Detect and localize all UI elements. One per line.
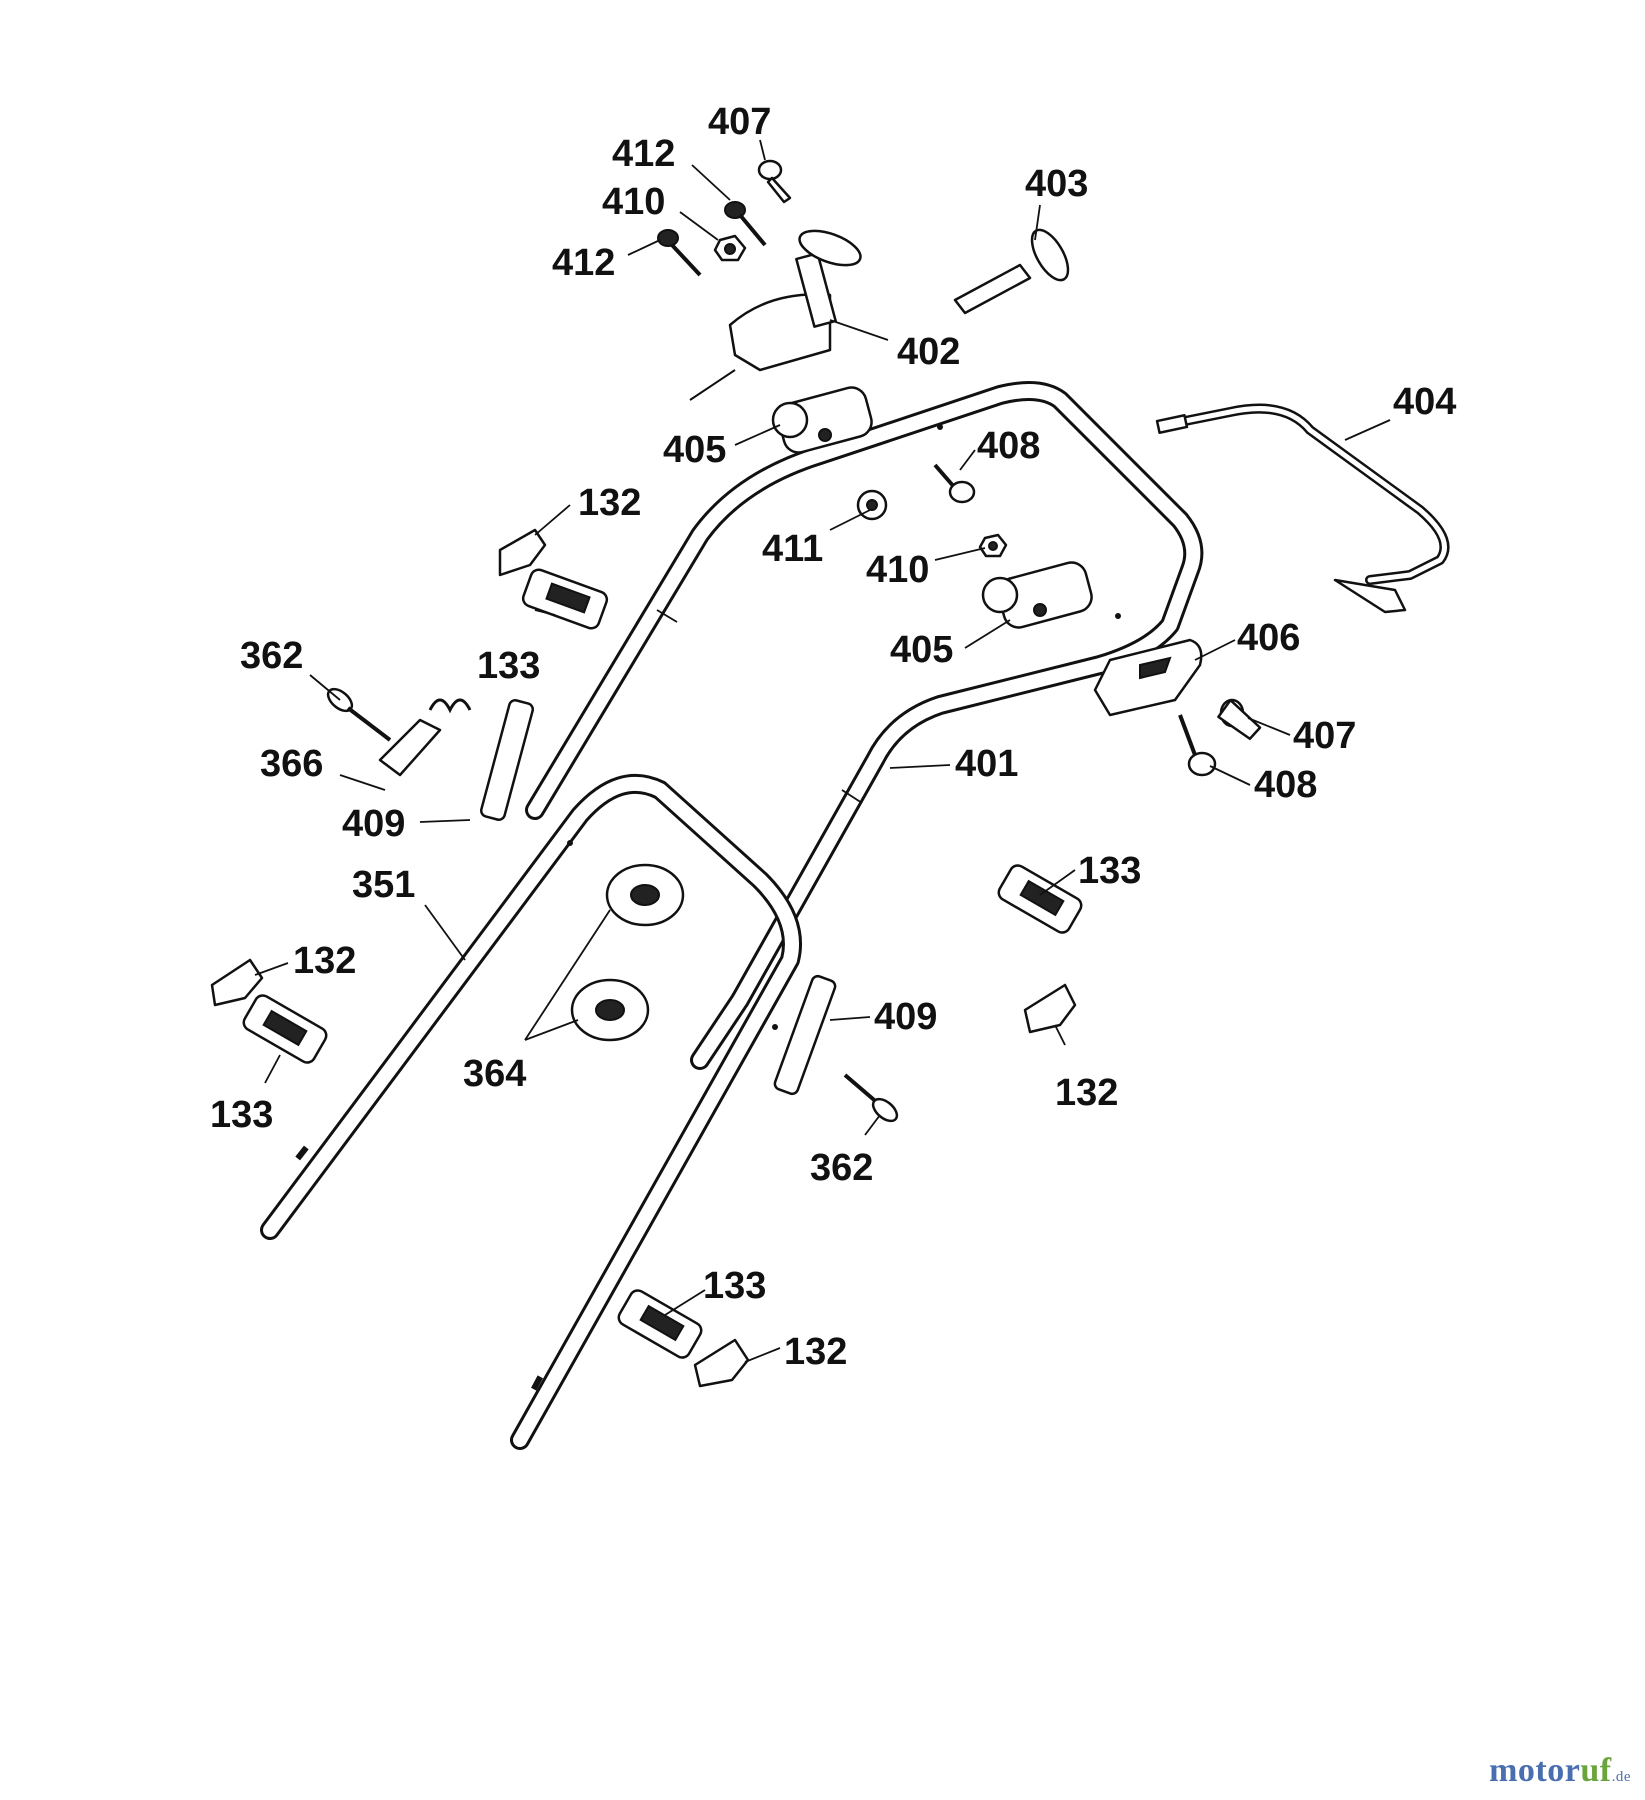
label-408: 408 <box>1254 764 1317 806</box>
label-351: 351 <box>352 864 415 906</box>
cable-clip-405-top <box>771 386 873 454</box>
label-405: 405 <box>890 629 953 671</box>
bolt-362-left <box>326 687 392 742</box>
part-labels: 407 412 410 412 403 402 405 404 408 132 … <box>210 101 1456 1373</box>
label-403: 403 <box>1025 163 1088 205</box>
label-404: 404 <box>1393 381 1456 423</box>
knob-132-c <box>1023 983 1077 1034</box>
label-412: 412 <box>612 133 675 175</box>
label-132: 132 <box>578 482 641 524</box>
bracket-133-d <box>617 1289 703 1359</box>
label-410: 410 <box>866 549 929 591</box>
sleeve-409-right <box>773 974 837 1096</box>
lower-handle-351 <box>260 773 802 1450</box>
label-410: 410 <box>602 181 665 223</box>
handle-knob-364-a <box>605 863 685 927</box>
control-bail-404 <box>1155 403 1450 614</box>
knob-132-d <box>693 1338 750 1388</box>
label-409: 409 <box>874 996 937 1038</box>
label-366: 366 <box>260 743 323 785</box>
label-133: 133 <box>703 1265 766 1307</box>
screw-407-right <box>1217 698 1262 741</box>
label-411: 411 <box>762 528 823 570</box>
label-362: 362 <box>240 635 303 677</box>
spring-366 <box>378 698 472 777</box>
throttle-lever-402 <box>689 229 862 401</box>
label-132: 132 <box>784 1331 847 1373</box>
upper-handle-401 <box>525 381 1204 1070</box>
label-402: 402 <box>897 331 960 373</box>
bolt-362-right <box>843 1073 899 1123</box>
label-407: 407 <box>708 101 771 143</box>
label-401: 401 <box>955 743 1018 785</box>
label-133: 133 <box>210 1094 273 1136</box>
nut-410-mid <box>978 533 1008 558</box>
leader-lines <box>254 139 1391 1363</box>
label-408: 408 <box>977 425 1040 467</box>
screw-412-top <box>724 201 767 247</box>
motoruf-watermark-logo: motoruf.de <box>1489 1752 1631 1789</box>
screw-408-right <box>1178 714 1217 777</box>
label-133: 133 <box>477 645 540 687</box>
bracket-133-a <box>521 568 609 630</box>
knob-132-a <box>498 528 547 577</box>
label-133: 133 <box>1078 850 1141 892</box>
label-364: 364 <box>463 1053 526 1095</box>
screw-407-top <box>757 159 792 204</box>
label-407: 407 <box>1293 715 1356 757</box>
handle-knob-364-b <box>570 978 650 1042</box>
screw-408-top <box>933 463 976 504</box>
label-406: 406 <box>1237 617 1300 659</box>
nut-410-top <box>713 234 747 262</box>
bracket-133-b <box>242 994 328 1064</box>
label-132: 132 <box>293 940 356 982</box>
bracket-133-c <box>997 864 1083 934</box>
label-412: 412 <box>552 242 615 284</box>
knob-132-b <box>210 958 264 1007</box>
cable-clip-405-mid <box>981 561 1093 629</box>
screw-412-left <box>657 229 702 277</box>
control-housing-406 <box>1093 638 1203 717</box>
label-132: 132 <box>1055 1072 1118 1114</box>
shift-lever-403 <box>953 228 1070 315</box>
sleeve-409-left <box>479 699 535 821</box>
label-409: 409 <box>342 803 405 845</box>
label-405: 405 <box>663 429 726 471</box>
label-362: 362 <box>810 1147 873 1189</box>
